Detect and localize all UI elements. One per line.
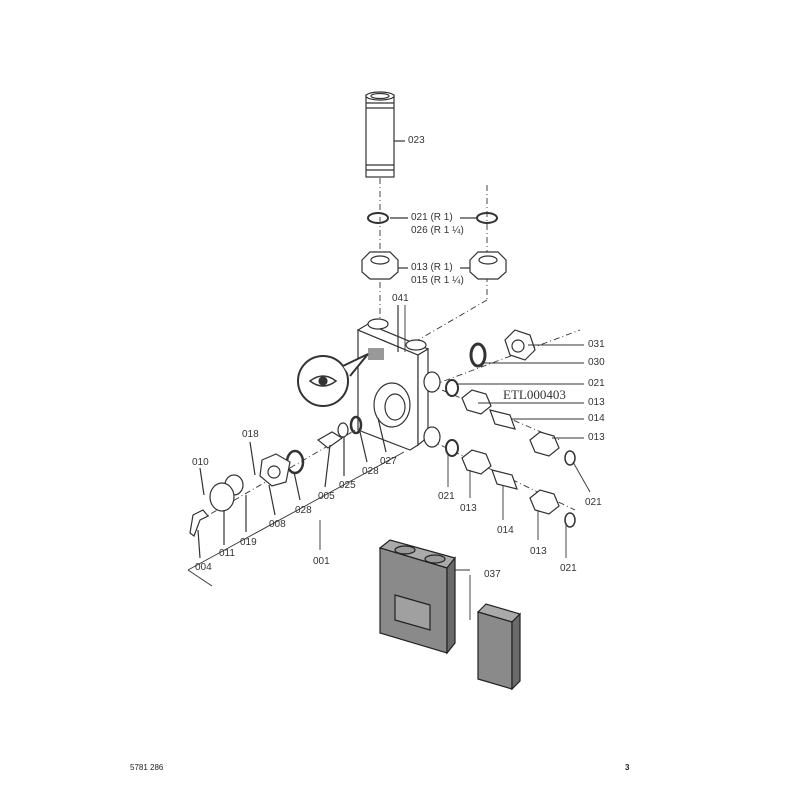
- o-rings-021: [367, 212, 498, 224]
- part-label-013: 013: [460, 503, 477, 514]
- part-label-037: 037: [484, 569, 501, 580]
- part-label-031: 031: [588, 339, 605, 350]
- part-label-021-r1: 021 (R 1): [411, 212, 453, 223]
- part-label-013: 013: [588, 432, 605, 443]
- right-side-parts: [445, 329, 576, 528]
- part-label-026-r1-1-4: 026 (R 1 ¼): [411, 225, 464, 236]
- leader-lines: [187, 305, 591, 620]
- part-label-011: 011: [219, 548, 235, 559]
- part-label-028: 028: [362, 466, 379, 477]
- part-label-021: 021: [585, 497, 602, 508]
- part-label-010: 010: [192, 457, 209, 468]
- part-label-015-r1-1-4: 015 (R 1 ¼): [411, 275, 464, 286]
- part-label-008: 008: [269, 519, 286, 530]
- part-label-025: 025: [339, 480, 356, 491]
- document-number: 5781 286: [130, 763, 164, 772]
- page-number: 3: [625, 763, 630, 772]
- part-label-021: 021: [588, 378, 605, 389]
- part-label-041: 041: [392, 293, 409, 304]
- inspection-eye-callout: [297, 353, 369, 407]
- part-label-019: 019: [240, 537, 257, 548]
- part-label-004: 004: [195, 562, 212, 573]
- part-label-021: 021: [560, 563, 577, 574]
- part-label-014: 014: [497, 525, 514, 536]
- part-label-023: 023: [408, 135, 425, 146]
- part-label-013: 013: [530, 546, 547, 557]
- valve-body-041: [356, 305, 441, 451]
- part-label-013-r1: 013 (R 1): [411, 262, 453, 273]
- left-side-parts: [189, 415, 387, 559]
- part-label-005: 005: [318, 491, 335, 502]
- part-label-018: 018: [242, 429, 259, 440]
- insulation-shell-037: [378, 539, 522, 691]
- part-label-001: 001: [313, 556, 330, 567]
- pipe-023: [365, 91, 405, 178]
- part-label-027: 027: [380, 456, 397, 467]
- part-label-013: 013: [588, 397, 605, 408]
- part-label-030: 030: [588, 357, 605, 368]
- part-label-028: 028: [295, 505, 312, 516]
- drawing-id: ETL000403: [503, 387, 566, 402]
- part-label-014: 014: [588, 413, 605, 424]
- nuts-013: [361, 251, 507, 280]
- part-label-021: 021: [438, 491, 455, 502]
